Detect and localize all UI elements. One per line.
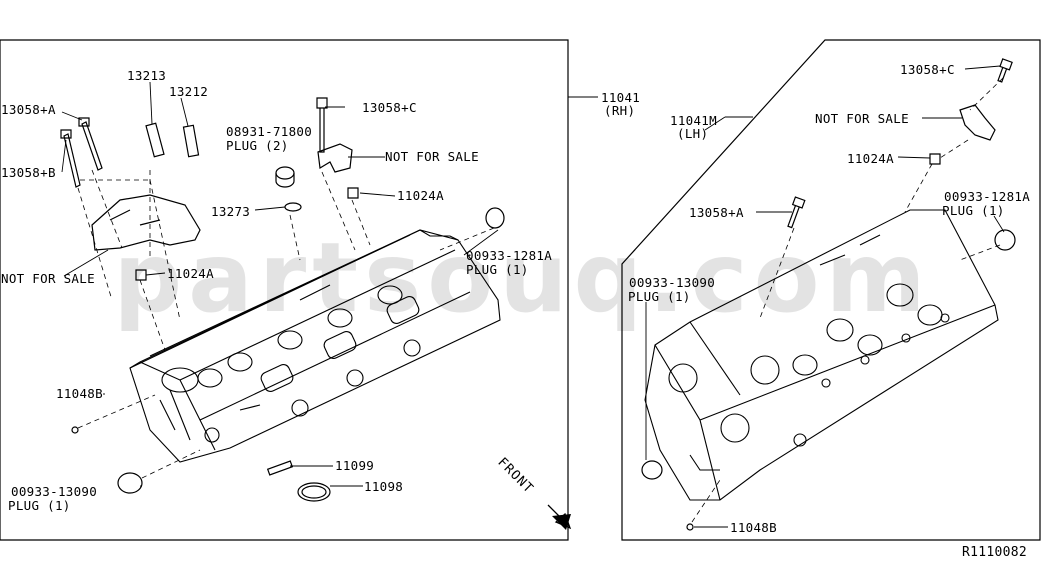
- diagram-id: R1110082: [962, 545, 1028, 560]
- label-lh-assembly-side: (LH): [677, 126, 709, 141]
- rh-cylinder-head: [129, 229, 501, 463]
- rh-pin-11099: [266, 460, 294, 476]
- rh-frame: [0, 39, 569, 541]
- lh-bracket: [959, 104, 996, 141]
- label-lh-stud-11048b: 11048B: [730, 520, 777, 535]
- label-lh-seal-11024a: 11024A: [847, 151, 894, 166]
- lh-frame: [621, 39, 1041, 541]
- watermark: partsouq.com: [113, 222, 932, 334]
- label-lh-bolt-a: 13058+A: [689, 205, 744, 220]
- label-rh-bolt-b: 13058+B: [1, 165, 56, 180]
- rh-plug-71800: [275, 166, 295, 180]
- rh-seal-11024a-left: [135, 269, 147, 281]
- rh-stud-11048b: [71, 426, 79, 434]
- label-rh-pin-13212: 13212: [169, 84, 209, 99]
- lh-plug-13090: [641, 460, 663, 480]
- lh-bolt-a: [787, 196, 806, 229]
- label-rh-stud-11048b: 11048B: [56, 386, 103, 401]
- label-lh-not-for-sale: NOT FOR SALE: [815, 111, 909, 126]
- label-rh-seal-13273: 13273: [211, 204, 251, 219]
- label-rh-seal-11024a-top: 11024A: [397, 188, 444, 203]
- label-lh-plug-13090-qty: PLUG (1): [628, 289, 691, 304]
- label-rh-plug-1281a-qty: PLUG (1): [466, 262, 529, 277]
- label-rh-assembly-number: 11041: [601, 90, 641, 105]
- label-lh-assembly-number: 11041M: [670, 113, 717, 128]
- label-rh-plug-1281a-number: 00933-1281A: [466, 248, 553, 263]
- label-rh-plug-13090-number: 00933-13090: [11, 484, 98, 499]
- label-lh-plug-1281a-number: 00933-1281A: [944, 189, 1031, 204]
- label-rh-ring-11098: 11098: [364, 479, 404, 494]
- lh-seal-11024a: [929, 153, 941, 165]
- label-rh-not-for-sale-left: NOT FOR SALE: [1, 271, 95, 286]
- label-rh-bolt-a: 13058+A: [1, 102, 56, 117]
- rh-cam-bracket: [91, 194, 201, 251]
- rh-top-bracket: [317, 143, 353, 173]
- label-lh-plug-13090-number: 00933-13090: [629, 275, 716, 290]
- label-lh-plug-1281a-qty: PLUG (1): [942, 203, 1005, 218]
- lh-bolt-c: [997, 58, 1013, 83]
- rh-seal-13273: [284, 202, 302, 212]
- rh-bolt-a: [78, 117, 103, 171]
- rh-ring-11098: [297, 482, 331, 502]
- rh-bolt-b: [60, 129, 81, 188]
- rh-pin-13213: [145, 122, 165, 158]
- label-rh-pin-11099: 11099: [335, 458, 375, 473]
- label-rh-not-for-sale-top: NOT FOR SALE: [385, 149, 479, 164]
- label-rh-plug-71800-qty: PLUG (2): [226, 138, 289, 153]
- rh-plug-1281a: [485, 207, 505, 229]
- lh-plug-1281a: [994, 229, 1016, 251]
- label-rh-plug-13090-qty: PLUG (1): [8, 498, 71, 513]
- label-rh-plug-71800-number: 08931-71800: [226, 124, 313, 139]
- label-rh-pin-13213: 13213: [127, 68, 167, 83]
- rh-seal-11024a-top: [347, 187, 359, 199]
- rh-plug-13090: [117, 472, 143, 494]
- label-rh-bolt-c: 13058+C: [362, 100, 417, 115]
- label-lh-bolt-c: 13058+C: [900, 62, 955, 77]
- label-rh-seal-11024a-left: 11024A: [167, 266, 214, 281]
- lh-cylinder-head: [644, 209, 999, 501]
- rh-bolt-c: [316, 97, 328, 153]
- lh-stud-11048b: [686, 523, 694, 531]
- rh-pin-13212: [182, 124, 200, 158]
- label-rh-assembly-side: (RH): [604, 103, 636, 118]
